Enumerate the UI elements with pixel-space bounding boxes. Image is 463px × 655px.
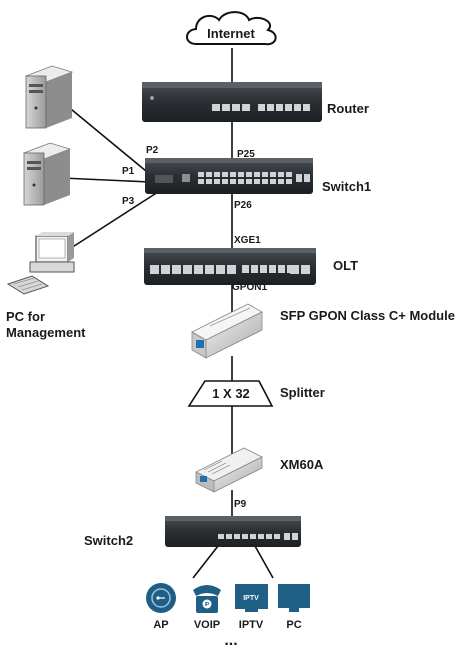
switch1-port	[286, 172, 292, 177]
switch2-sfp-port	[292, 533, 298, 540]
splitter	[187, 380, 274, 407]
switch2-port	[242, 534, 248, 539]
ap-label: AP	[153, 619, 168, 631]
olt-eth-port	[278, 265, 285, 273]
switch1-port	[270, 172, 276, 177]
connection-lines	[59, 48, 274, 579]
iptv-label: IPTV	[239, 619, 264, 631]
xm60a-label: XM60A	[280, 457, 324, 472]
switch1-port	[206, 179, 212, 184]
router-device	[142, 82, 322, 122]
xm60a-device	[195, 447, 263, 493]
splitter-label: Splitter	[280, 385, 325, 400]
switch1-sfp-port	[296, 174, 302, 182]
splitter-ratio: 1 X 32	[212, 386, 250, 401]
olt-gpon-port	[161, 265, 170, 274]
port-p1-label: P1	[122, 166, 135, 177]
pc-monitor-icon	[278, 584, 310, 612]
switch2-port	[266, 534, 272, 539]
management-pc	[6, 232, 75, 295]
port-p3-label: P3	[122, 196, 135, 207]
olt-gpon-port	[194, 265, 203, 274]
switch1-port	[254, 179, 260, 184]
switch1-port	[286, 179, 292, 184]
ap-icon	[146, 583, 176, 613]
olt-gpon-port	[172, 265, 181, 274]
sfp-module	[191, 303, 263, 359]
switch1-label: Switch1	[322, 179, 371, 194]
olt-gpon-port	[183, 265, 192, 274]
switch1-port	[278, 179, 284, 184]
olt-eth-port	[251, 265, 258, 273]
switch2-port	[274, 534, 280, 539]
switch1-port	[270, 179, 276, 184]
port-p25-label: P25	[237, 149, 255, 160]
olt-device	[144, 248, 316, 285]
port-p2-label: P2	[146, 145, 159, 156]
switch1-device	[145, 158, 313, 194]
olt-eth-port	[260, 265, 267, 273]
switch1-port	[262, 172, 268, 177]
iptv-icon	[235, 584, 268, 612]
port-gpon1-label: GPON1	[232, 282, 267, 293]
port-xge1-label: XGE1	[234, 235, 261, 246]
olt-eth-port	[269, 265, 276, 273]
port-p26-label: P26	[234, 200, 252, 211]
switch1-port	[222, 172, 228, 177]
olt-gpon-port	[205, 265, 214, 274]
voip-label: VOIP	[194, 619, 220, 631]
switch2-port	[226, 534, 232, 539]
pc-management-label-line2: Management	[6, 325, 86, 340]
olt-label: OLT	[333, 258, 358, 273]
switch1-port	[246, 172, 252, 177]
switch1-port	[278, 172, 284, 177]
server-2	[22, 142, 72, 206]
internet-cloud	[186, 11, 277, 46]
switch1-port	[222, 179, 228, 184]
olt-gpon-port	[227, 265, 236, 274]
switch1-port	[246, 179, 252, 184]
switch2-label: Switch2	[84, 533, 133, 548]
internet-label: Internet	[207, 26, 255, 41]
switch2-port	[234, 534, 240, 539]
voip-phone-icon: IP	[193, 585, 221, 613]
switch1-port	[198, 172, 204, 177]
switch1-port	[254, 172, 260, 177]
switch1-port	[238, 179, 244, 184]
olt-eth-port	[242, 265, 249, 273]
router-label: Router	[327, 101, 369, 116]
switch2-port	[250, 534, 256, 539]
switch1-port	[230, 179, 236, 184]
port-p9-label: P9	[234, 499, 247, 510]
olt-gpon-port	[150, 265, 159, 274]
switch2-sfp-port	[284, 533, 290, 540]
switch1-port	[206, 172, 212, 177]
olt-gpon-port	[216, 265, 225, 274]
switch1-port	[230, 172, 236, 177]
switch2-port	[218, 534, 224, 539]
switch1-sfp-port	[304, 174, 310, 182]
olt-sfp-port	[290, 265, 299, 274]
olt-sfp-port	[301, 265, 310, 274]
more-devices-ellipsis: ...	[224, 632, 237, 649]
sfp-module-label: SFP GPON Class C+ Module	[280, 308, 455, 323]
iptv-screen-text: IPTV	[243, 595, 259, 602]
switch1-port	[214, 172, 220, 177]
switch2-port	[258, 534, 264, 539]
switch1-port	[238, 172, 244, 177]
server-1	[24, 65, 74, 129]
switch1-port	[262, 179, 268, 184]
switch1-port	[214, 179, 220, 184]
svg-text:IP: IP	[205, 602, 210, 608]
switch1-port	[198, 179, 204, 184]
switch2-device	[165, 516, 301, 547]
pc-management-label-line1: PC for	[6, 309, 45, 324]
pc-label: PC	[286, 619, 301, 631]
